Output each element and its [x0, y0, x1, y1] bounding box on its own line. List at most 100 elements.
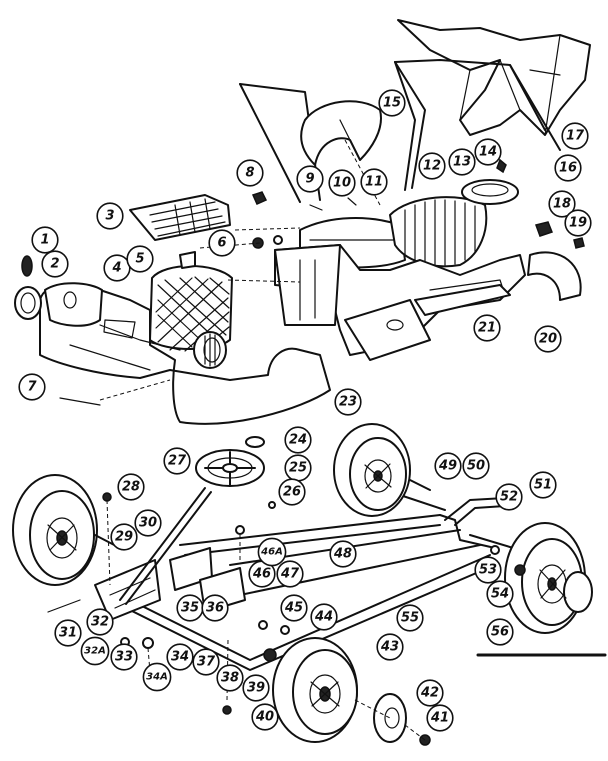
part-callout-36: 36: [201, 594, 229, 622]
part-callout-number: 36: [206, 601, 224, 616]
part-callout-33: 33: [110, 643, 138, 671]
part-callout-number: 19: [569, 216, 587, 231]
part-callout-49: 49: [434, 452, 462, 480]
part-callout-55: 55: [396, 604, 424, 632]
part-callout-circle: [278, 478, 306, 506]
part-callout-number: 3: [105, 209, 114, 224]
part-callout-circle: [495, 483, 523, 511]
part-callout-number: 30: [139, 516, 157, 531]
part-callout-47: 47: [276, 560, 304, 588]
part-callout-number: 7: [27, 380, 37, 395]
part-callout-53: 53: [474, 556, 502, 584]
part-callout-38: 38: [216, 664, 244, 692]
part-callout-number: 18: [553, 197, 571, 212]
part-callout-23: 23: [334, 388, 362, 416]
part-callout-number: 55: [401, 611, 419, 626]
part-callout-12: 12: [418, 152, 446, 180]
part-callout-14: 14: [474, 138, 502, 166]
part-callout-number: 5: [135, 252, 144, 267]
part-callout-number: 28: [122, 480, 140, 495]
part-callout-circle: [564, 209, 592, 237]
part-callout-number: 46A: [260, 547, 283, 558]
part-callout-number: 13: [453, 155, 471, 170]
part-callout-27: 27: [163, 447, 191, 475]
part-callout-24: 24: [284, 426, 312, 454]
part-callout-56: 56: [486, 618, 514, 646]
part-callout-circle: [110, 643, 138, 671]
part-callout-number: 41: [430, 711, 449, 726]
part-callout-circle: [310, 603, 338, 631]
part-callout-circle: [236, 159, 264, 187]
part-callout-circle: [561, 122, 589, 150]
steering-wheel: [195, 436, 265, 487]
part-callout-number: 20: [539, 332, 557, 347]
part-callout-16: 16: [554, 154, 582, 182]
part-callout-43: 43: [376, 633, 404, 661]
part-callout-circle: [96, 202, 124, 230]
part-callout-32a: 32A: [80, 636, 110, 666]
part-callout-circle: [296, 165, 324, 193]
part-callout-29: 29: [110, 523, 138, 551]
part-callout-circle: [329, 540, 357, 568]
hubcap: [373, 693, 407, 743]
part-callout-number: 10: [333, 176, 351, 191]
part-callout-number: 32A: [84, 646, 106, 657]
headlight: [193, 331, 227, 369]
part-callout-number: 35: [181, 601, 199, 616]
part-callout-10: 10: [328, 169, 356, 197]
part-callout-41: 41: [426, 704, 454, 732]
part-callout-circle: [142, 662, 172, 692]
part-callout-6: 6: [208, 229, 236, 257]
seat-back: [300, 100, 382, 166]
part-callout-number: 15: [383, 96, 401, 111]
part-callout-number: 12: [423, 159, 441, 174]
part-callout-number: 32: [91, 615, 109, 630]
part-callout-number: 34A: [146, 672, 168, 683]
part-callout-circle: [216, 664, 244, 692]
part-callout-circle: [276, 560, 304, 588]
seat-grille: [389, 196, 488, 268]
part-callout-3: 3: [96, 202, 124, 230]
part-callout-number: 39: [247, 681, 265, 696]
front-right-wheel: [272, 637, 358, 743]
part-callout-circle: [134, 509, 162, 537]
part-callout-number: 47: [280, 567, 300, 582]
part-callout-54: 54: [486, 580, 514, 608]
part-callout-number: 29: [115, 530, 133, 545]
part-callout-number: 9: [305, 172, 314, 187]
part-callout-32: 32: [86, 608, 114, 636]
upper-steering-wheel: [461, 158, 519, 205]
part-callout-circle: [554, 154, 582, 182]
part-callout-9: 9: [296, 165, 324, 193]
part-callout-51: 51: [529, 471, 557, 499]
canopy-top: [397, 19, 591, 136]
part-callout-number: 14: [479, 145, 497, 160]
part-callout-number: 16: [559, 161, 577, 176]
part-callout-circle: [418, 152, 446, 180]
part-callout-number: 46: [252, 567, 271, 582]
part-callout-number: 1: [40, 233, 49, 248]
body-assembly: [14, 19, 591, 425]
steering-column: [119, 487, 212, 605]
part-callout-21: 21: [473, 314, 501, 342]
part-callout-circle: [257, 537, 287, 567]
part-callout-46a: 46A: [257, 537, 287, 567]
part-callout-13: 13: [448, 148, 476, 176]
rear-fender: [527, 251, 582, 301]
hood: [129, 194, 231, 241]
front-fender-body: [39, 283, 331, 425]
part-callout-4: 4: [103, 254, 131, 282]
part-callout-34: 34: [166, 643, 194, 671]
part-callout-52: 52: [495, 483, 523, 511]
part-callout-circle: [474, 138, 502, 166]
part-callout-circle: [448, 148, 476, 176]
part-callout-26: 26: [278, 478, 306, 506]
part-callout-number: 17: [566, 129, 585, 144]
part-callout-8: 8: [236, 159, 264, 187]
rear-left-wheel: [333, 423, 431, 517]
part-callout-circle: [208, 229, 236, 257]
part-callout-number: 23: [339, 395, 357, 410]
part-callout-number: 21: [478, 321, 496, 336]
part-callout-25: 25: [284, 454, 312, 482]
